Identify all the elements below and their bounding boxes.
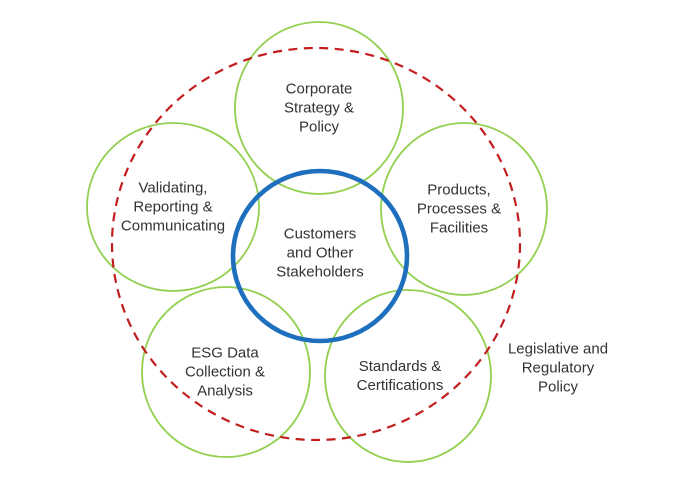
- corporate-strategy-circle: [234, 21, 404, 195]
- label-line: Stakeholders: [276, 263, 364, 281]
- label-line: Products,: [427, 181, 491, 199]
- label-line: ESG Data: [191, 344, 259, 362]
- customers-stakeholders-circle: [230, 168, 410, 344]
- products-processes-circle: [380, 122, 548, 296]
- label-line: Facilities: [429, 219, 489, 237]
- standards-certifications-circle: [324, 289, 492, 463]
- label-line: Regulatory: [521, 359, 595, 377]
- standards-certifications-label: Standards & Certifications: [357, 357, 444, 395]
- label-line: Communicating: [120, 217, 226, 235]
- label-line: Strategy &: [283, 99, 355, 117]
- label-line: Validating,: [138, 179, 208, 197]
- label-line: Collection &: [184, 363, 266, 381]
- products-processes-label: Products, Processes & Facilities: [417, 181, 501, 238]
- label-line: Policy: [537, 378, 579, 396]
- label-line: Policy: [298, 118, 340, 136]
- label-line: Corporate: [285, 80, 353, 98]
- customers-stakeholders-label: Customers and Other Stakeholders: [276, 225, 364, 282]
- validating-reporting-label: Validating, Reporting & Communicating: [121, 179, 225, 236]
- legislative-regulatory-dashed-circle: [110, 46, 522, 442]
- label-line: Customers: [283, 225, 357, 243]
- label-line: Legislative and: [507, 340, 609, 358]
- label-line: Standards &: [358, 358, 442, 375]
- label-line: Analysis: [197, 382, 253, 400]
- esg-data-circle: [141, 286, 311, 458]
- label-line: Reporting &: [133, 198, 213, 216]
- label-line: and Other: [286, 244, 354, 262]
- corporate-strategy-label: Corporate Strategy & Policy: [284, 80, 354, 137]
- label-line: Certifications: [356, 377, 444, 394]
- label-line: Processes &: [416, 200, 502, 218]
- esg-data-label: ESG Data Collection & Analysis: [185, 344, 265, 401]
- legislative-regulatory-label: Legislative and Regulatory Policy: [508, 340, 608, 397]
- validating-reporting-circle: [86, 122, 260, 292]
